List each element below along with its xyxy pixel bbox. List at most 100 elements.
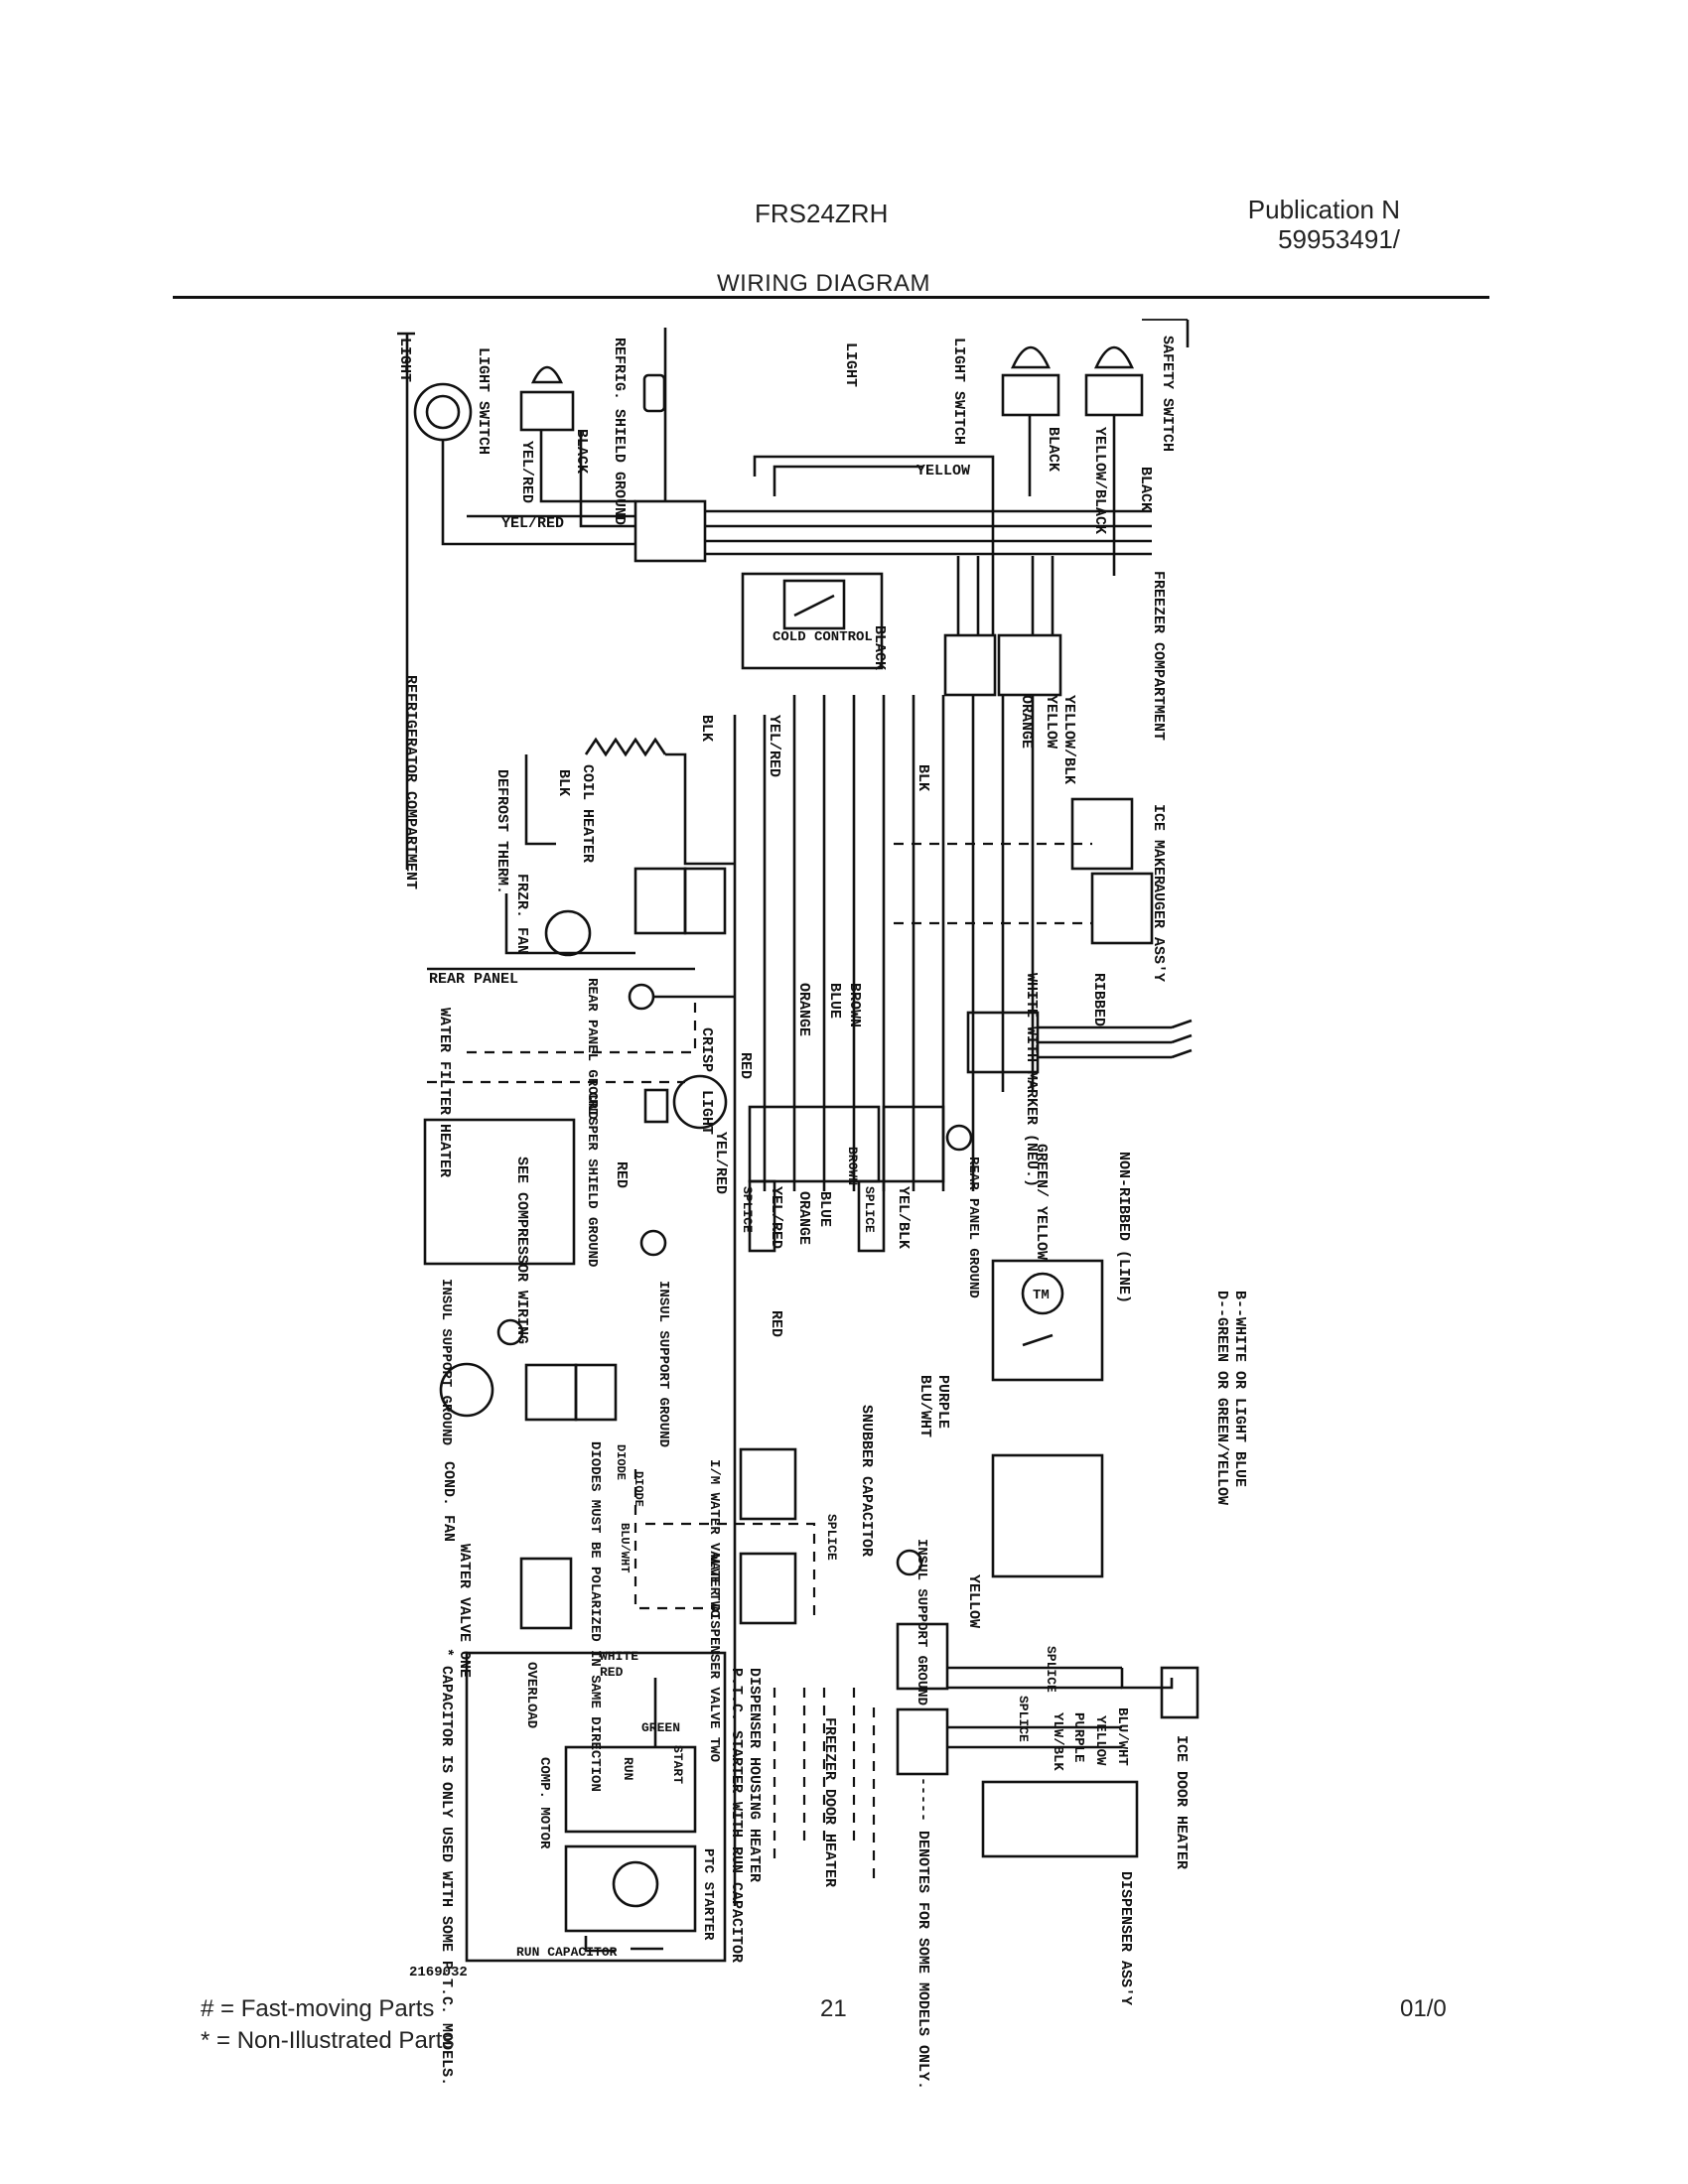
connector-block bbox=[683, 867, 727, 935]
dispenser-water-valve-solenoid bbox=[739, 1552, 797, 1625]
comp-motor-windings bbox=[564, 1745, 697, 1834]
wire-label-blk: BLK bbox=[698, 715, 715, 742]
wire-label-blue: BLUE bbox=[826, 983, 843, 1019]
wire bbox=[524, 754, 556, 846]
comp-motor-label: COMP. MOTOR bbox=[536, 1757, 552, 1849]
wire-label-yellow: YELLOW bbox=[916, 463, 970, 479]
rear-panel-ground-label: REAR PANEL GROUND bbox=[965, 1157, 981, 1298]
freezer-compartment-label: FREEZER COMPARTMENT bbox=[1150, 571, 1167, 741]
wire-label-yel-red: YEL/RED bbox=[518, 441, 535, 503]
safety-switch-icon bbox=[1084, 373, 1144, 417]
wire-label-yellow: YELLOW bbox=[1043, 695, 1059, 749]
wire bbox=[441, 440, 635, 546]
crisper-light-bulb-icon bbox=[672, 1074, 728, 1130]
defrost-timer-box bbox=[991, 1259, 1104, 1382]
wire-label-brown: BROWN bbox=[846, 983, 863, 1027]
wire-label-blu-wht: BLU/WHT bbox=[1114, 1707, 1130, 1766]
ground-screw-icon bbox=[639, 1229, 667, 1257]
optional-wire bbox=[633, 1469, 715, 1610]
wire-label-blue: BLUE bbox=[816, 1191, 833, 1227]
wire bbox=[504, 893, 635, 955]
wire-label-purple: PURPLE bbox=[934, 1375, 951, 1429]
wire-label-red: RED bbox=[600, 1665, 624, 1680]
wire-label-blk: BLK bbox=[914, 764, 931, 791]
wire bbox=[584, 1936, 616, 1953]
refrigerator-compartment-label: REFRIGERATOR COMPARTMENT bbox=[402, 675, 419, 889]
wire-label-blu-wht: BLU/WHT bbox=[916, 1375, 933, 1437]
ice-maker-connector bbox=[1070, 797, 1134, 871]
diode-label: DIODE bbox=[614, 1444, 628, 1480]
crisp-light-label: CRISP. LIGHT bbox=[698, 1027, 715, 1135]
wire-label-black: BLACK bbox=[573, 429, 590, 474]
dispenser-assy-label: DISPENSER ASS'Y bbox=[1117, 1871, 1134, 2005]
splice-label: SPLICE bbox=[740, 1186, 755, 1233]
denotes-note-label: ----- DENOTES FOR SOME MODELS ONLY. bbox=[914, 1777, 931, 2090]
wire-label-black: BLACK bbox=[871, 625, 888, 670]
wire-label-yellow: YELLOW bbox=[1092, 1715, 1108, 1766]
splice-label: SPLICE bbox=[824, 1514, 839, 1561]
wire-label-orange: ORANGE bbox=[1018, 695, 1035, 749]
splice-block bbox=[748, 1179, 776, 1253]
timer-motor-label: TM bbox=[1033, 1288, 1050, 1303]
refrig-shield-ground-label: REFRIG. SHIELD GROUND bbox=[611, 338, 628, 525]
ground-screw-icon bbox=[628, 983, 655, 1011]
main-connector bbox=[882, 1105, 945, 1183]
overload-label: OVERLOAD bbox=[523, 1662, 539, 1728]
connector-block bbox=[896, 1707, 949, 1776]
non-illustrated-parts-note: * = Non-Illustrated Parts bbox=[201, 2027, 455, 2054]
im-water-valve-two-label: I/M WATER VALVE TWO bbox=[706, 1459, 722, 1618]
legend-d: D--GREEN OR GREEN/YELLOW bbox=[1213, 1291, 1230, 1505]
wire-label-yel-red: YEL/RED bbox=[501, 515, 564, 532]
water-valve-one-label: WATER VALVE ONE bbox=[456, 1544, 473, 1678]
cond-fan-label: COND. FAN bbox=[440, 1461, 457, 1542]
wire-label-yellow-blk: YELLOW/BLK bbox=[1060, 695, 1077, 784]
auger-assy-label: AUGER ASS'Y bbox=[1150, 884, 1167, 982]
wire bbox=[579, 430, 635, 528]
ground-terminal-icon bbox=[643, 1088, 669, 1124]
ground-screw-icon bbox=[496, 1318, 524, 1346]
light-switch-label: LIGHT SWITCH bbox=[950, 338, 967, 445]
cold-control-box bbox=[741, 572, 884, 670]
dispenser-housing-heater-label: DISPENSER HOUSING HEATER bbox=[746, 1668, 763, 1882]
switch-plunger-icon bbox=[1010, 345, 1052, 369]
light-bulb-icon bbox=[413, 382, 473, 442]
wire-label-blk: BLK bbox=[555, 769, 572, 796]
coil-heater-label: COIL HEATER bbox=[579, 764, 596, 863]
wire-label-non-ribbed: NON-RIBBED (LINE) bbox=[1115, 1152, 1132, 1303]
fast-moving-parts-note: # = Fast-moving Parts bbox=[201, 1995, 435, 2022]
water-valve-one-solenoid bbox=[519, 1557, 573, 1630]
defrost-therm-label: DEFROST THERM. bbox=[493, 769, 510, 894]
drawing-number: 2169032 bbox=[409, 1965, 468, 1980]
connector-block bbox=[997, 633, 1062, 697]
light-label: LIGHT bbox=[396, 338, 413, 382]
connector-block bbox=[943, 633, 997, 697]
dispenser-assy-box bbox=[981, 1780, 1139, 1858]
ptc-starter-block bbox=[564, 1844, 697, 1933]
header-rule bbox=[173, 296, 1489, 299]
light-bulb-filament-icon bbox=[425, 394, 461, 430]
light-switch-label: LIGHT SWITCH bbox=[475, 347, 492, 455]
im-water-valve-solenoid bbox=[739, 1447, 797, 1521]
ground-terminal-icon bbox=[642, 373, 666, 413]
wire-label-red: RED bbox=[737, 1052, 754, 1079]
water-dispenser-valve-two-label: WATER DISPENSER VALVE TWO bbox=[706, 1554, 722, 1762]
water-filter-heater-label: WATER FILTER HEATER bbox=[436, 1008, 453, 1177]
main-connector bbox=[748, 1105, 881, 1183]
insul-support-ground-label: INSUL SUPPORT GROUND bbox=[438, 1279, 454, 1445]
wire-label-yel-red: YEL/RED bbox=[768, 1186, 784, 1249]
start-winding-label: START bbox=[670, 1745, 685, 1784]
see-compressor-wiring-label: SEE COMPRESSOR WIRING bbox=[513, 1157, 530, 1344]
switch-contact-icon bbox=[793, 594, 835, 617]
wire-label-yel-blk: YEL/BLK bbox=[895, 1186, 912, 1249]
run-capacitor-label: RUN CAPACITOR bbox=[516, 1945, 618, 1960]
page-title: WIRING DIAGRAM bbox=[717, 270, 930, 297]
splice-label: SPLICE bbox=[1044, 1646, 1058, 1693]
wire-label-orange: ORANGE bbox=[795, 1191, 812, 1245]
crisper-shield-ground-label: CRISPER SHIELD GROUND bbox=[584, 1092, 600, 1267]
plug-prong-icon bbox=[1171, 1019, 1193, 1059]
connector-block bbox=[574, 1363, 618, 1422]
connector-block bbox=[896, 1622, 949, 1691]
condenser-fan-icon bbox=[439, 1362, 494, 1418]
connector-block bbox=[524, 1363, 578, 1422]
